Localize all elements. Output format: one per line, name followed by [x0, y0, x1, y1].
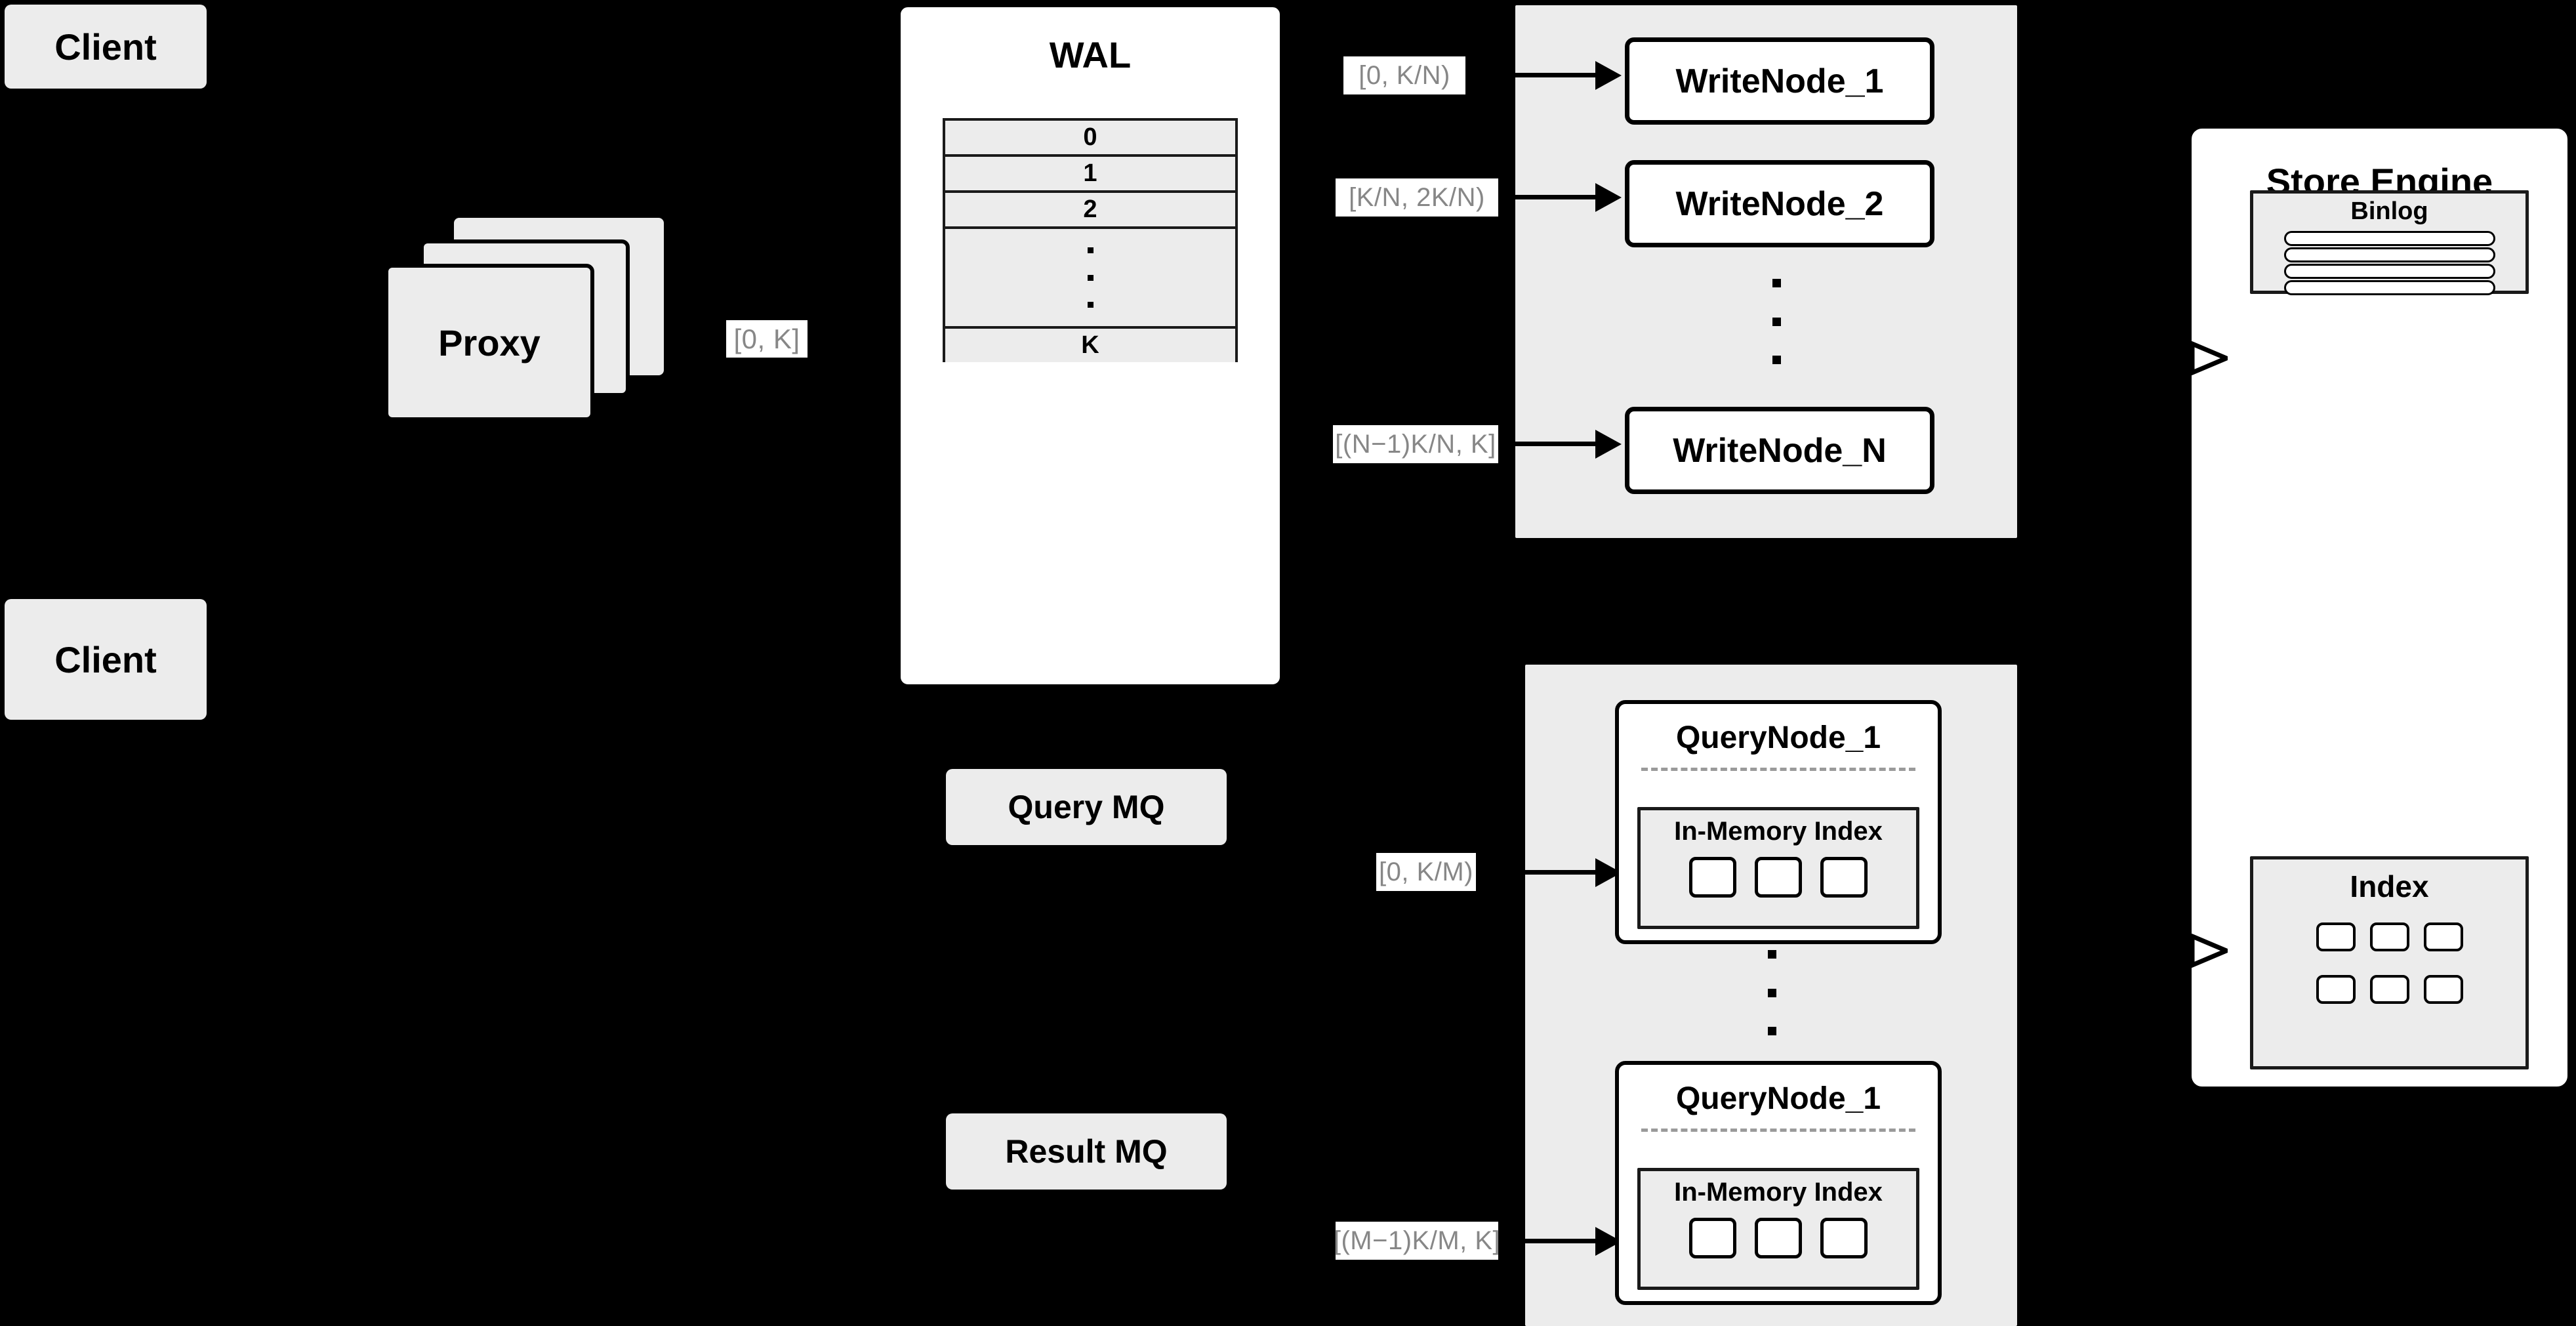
write-group-vertical-dots-icon [1771, 279, 1782, 364]
write-range-label-n: [(N−1)K/N, K] [1333, 425, 1498, 463]
query-node-1-memory-index: In-Memory Index [1637, 807, 1919, 929]
write-node-2[interactable]: WriteNode_2 [1625, 160, 1934, 247]
store-index-cell[interactable] [2369, 922, 2409, 951]
query-range-label-1: [0, K/M) [1376, 853, 1476, 891]
query-node-1[interactable]: QueryNode_1 In-Memory Index [1615, 700, 1942, 944]
write-arrow-line-n [1502, 442, 1597, 446]
proxy-range-label: [0, K] [726, 320, 808, 358]
proxy-label: Proxy [438, 321, 541, 363]
index-arrow-line [2155, 949, 2196, 953]
query-node-1-title: QueryNode_1 [1675, 720, 1881, 755]
write-arrow-head-2-icon [1595, 183, 1622, 212]
client-box-2[interactable]: Client [5, 599, 207, 720]
query-node-1-separator [1641, 768, 1915, 771]
client-label-2: Client [54, 638, 157, 680]
memory-index-cell[interactable] [1755, 1218, 1802, 1258]
write-range-label-1: [0, K/N) [1343, 56, 1465, 94]
memory-index-cell[interactable] [1755, 857, 1802, 898]
query-node-2-memory-index: In-Memory Index [1637, 1168, 1919, 1290]
binlog-panel: Binlog [2250, 190, 2529, 295]
query-arrow-line-1 [1502, 870, 1597, 875]
store-index-cell[interactable] [2369, 975, 2409, 1004]
store-index-cell[interactable] [2423, 975, 2463, 1004]
client-label-1: Client [54, 26, 157, 68]
wal-table: 0 1 2 K [943, 118, 1238, 362]
binlog-row[interactable] [2283, 231, 2495, 246]
write-arrow-head-1-icon [1595, 61, 1622, 90]
query-group-vertical-dots-icon [1767, 950, 1777, 1035]
query-range-label-m: [(M−1)K/M, K] [1334, 1222, 1500, 1260]
binlog-arrow-line [2155, 356, 2196, 360]
write-arrow-line-1 [1502, 73, 1597, 77]
write-node-n[interactable]: WriteNode_N [1625, 407, 1934, 494]
memory-index-cell[interactable] [1820, 857, 1868, 898]
binlog-row[interactable] [2283, 280, 2495, 295]
store-index-cell[interactable] [2316, 975, 2356, 1004]
result-mq-label: Result MQ [1005, 1133, 1168, 1170]
write-arrow-line-2 [1502, 195, 1597, 199]
memory-index-cell[interactable] [1689, 1218, 1736, 1258]
memory-index-cell[interactable] [1820, 1218, 1868, 1258]
query-node-2-title: QueryNode_1 [1675, 1081, 1881, 1116]
query-arrow-line-m [1502, 1239, 1597, 1243]
memory-index-cell[interactable] [1689, 857, 1736, 898]
wal-title: WAL [1049, 34, 1132, 75]
wal-row-ellipsis [945, 229, 1235, 329]
store-index-cell[interactable] [2316, 922, 2356, 951]
wal-vertical-dots-icon [1087, 247, 1094, 308]
query-mq-box[interactable]: Query MQ [946, 769, 1227, 845]
store-index-title: Index [2350, 869, 2429, 903]
wal-row-k[interactable]: K [945, 329, 1235, 362]
wal-row-1[interactable]: 1 [945, 157, 1235, 193]
write-arrow-head-n-icon [1595, 430, 1622, 459]
result-mq-box[interactable]: Result MQ [946, 1113, 1227, 1190]
query-node-2[interactable]: QueryNode_1 In-Memory Index [1615, 1061, 1942, 1305]
wal-row-2[interactable]: 2 [945, 193, 1235, 229]
query-node-1-memory-index-title: In-Memory Index [1674, 817, 1883, 846]
write-node-1[interactable]: WriteNode_1 [1625, 37, 1934, 125]
proxy-card-front[interactable]: Proxy [384, 264, 594, 421]
wal-row-0[interactable]: 0 [945, 121, 1235, 157]
store-index-panel: Index [2250, 856, 2529, 1069]
client-box-1[interactable]: Client [5, 5, 207, 89]
binlog-title: Binlog [2350, 197, 2428, 225]
query-node-2-separator [1641, 1129, 1915, 1132]
write-range-label-2: [K/N, 2K/N) [1336, 178, 1498, 217]
binlog-row[interactable] [2283, 247, 2495, 262]
query-mq-label: Query MQ [1008, 789, 1165, 825]
store-index-cell[interactable] [2423, 922, 2463, 951]
binlog-row[interactable] [2283, 264, 2495, 279]
query-node-2-memory-index-title: In-Memory Index [1674, 1178, 1883, 1207]
